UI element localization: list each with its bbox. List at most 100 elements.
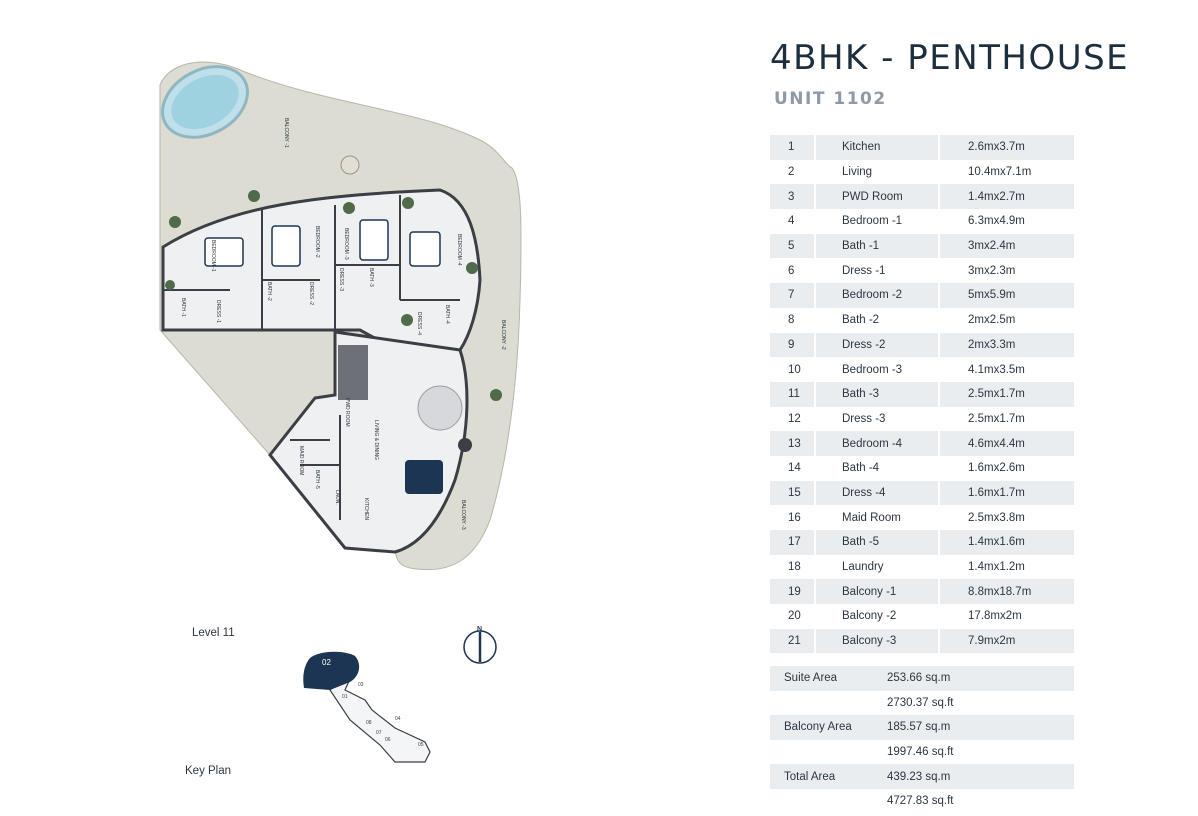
room-size: 2mx2.5m: [938, 307, 1074, 333]
room-name: Dress -1: [814, 258, 938, 284]
area-sqm: 185.57 sq.m: [887, 715, 1074, 740]
room-name: Laundry: [814, 554, 938, 580]
room-name: Balcony -1: [814, 579, 938, 605]
key-plan: 02 01 03 04 05 06 07 08: [303, 651, 431, 763]
room-name: Bath -5: [814, 530, 938, 555]
label-bath1: BATH -1: [180, 298, 186, 317]
room-number: 17: [770, 530, 814, 555]
room-number: 21: [770, 628, 814, 654]
area-label: Balcony Area: [770, 715, 887, 740]
room-number: 5: [770, 233, 814, 259]
room-name: Bath -4: [814, 455, 938, 481]
room-name: Dress -2: [814, 332, 938, 358]
room-number: 7: [770, 283, 814, 308]
room-number: 18: [788, 561, 801, 574]
key-unit-07: 07: [376, 730, 382, 736]
label-maid: MAID ROOM: [298, 446, 304, 475]
room-number: 2: [788, 166, 795, 179]
room-number: 14: [788, 462, 801, 475]
key-plan-label: Key Plan: [185, 765, 232, 777]
room-number: 13: [770, 431, 814, 456]
label-living: LIVING & DINING: [373, 420, 379, 460]
room-size: 17.8mx2m: [938, 604, 1074, 629]
area-sqm: 439.23 sq.m: [887, 764, 1074, 789]
room-name: Kitchen: [814, 135, 938, 160]
room-size: 1.4mx1.6m: [938, 530, 1074, 555]
room-size: 10.4mx7.1m: [938, 159, 1074, 185]
room-name: Bath -3: [814, 381, 938, 407]
key-unit-05: 05: [418, 742, 424, 748]
label-dress3: DRESS -3: [338, 268, 344, 291]
room-number: 15: [770, 480, 814, 506]
room-name: Bath -2: [814, 307, 938, 333]
room-size: 1.4mx2.7m: [938, 184, 1074, 210]
room-number: 11: [770, 381, 814, 407]
label-bath2: BATH -2: [266, 282, 272, 301]
room-number: 3: [770, 184, 814, 210]
room-size: 1.4mx1.2m: [938, 554, 1074, 580]
unit-number: UNIT 1102: [774, 89, 887, 109]
key-unit-08: 08: [366, 720, 372, 726]
area-row-sqft: 2730.37 sq.ft: [770, 691, 1074, 716]
north-label: N: [477, 626, 482, 633]
room-number: 9: [770, 332, 814, 358]
key-unit-02: 02: [322, 658, 331, 667]
area-row-sqft: 1997.46 sq.ft: [770, 740, 1074, 765]
key-unit-01: 01: [342, 694, 348, 700]
room-size: 2.5mx1.7m: [938, 406, 1074, 432]
core-shaft: [338, 345, 368, 400]
room-name: Living: [814, 159, 938, 185]
room-size: 4.1mx3.5m: [938, 357, 1074, 382]
key-unit-03: 03: [358, 682, 364, 688]
room-name: Dress -4: [814, 480, 938, 506]
label-bedroom3: BEDROOM -3: [343, 228, 349, 260]
room-name: Bath -1: [814, 233, 938, 259]
plants: [165, 190, 502, 401]
label-bath4: BATH -4: [444, 305, 450, 324]
room-size: 2.5mx1.7m: [938, 381, 1074, 407]
room-number: 20: [788, 610, 801, 623]
area-label: Total Area: [770, 764, 887, 789]
label-dress4: DRESS -4: [416, 312, 422, 335]
interior-living-wing: [268, 330, 469, 554]
level-label: Level 11: [192, 627, 235, 639]
room-size: 7.9mx2m: [938, 628, 1074, 654]
room-number: 8: [788, 314, 795, 327]
partition-walls: [163, 195, 460, 520]
furniture-beds: [204, 219, 441, 267]
room-name: Balcony -3: [814, 628, 938, 654]
room-size: 6.3mx4.9m: [938, 209, 1074, 234]
key-plan-highlighted-unit: [303, 651, 360, 690]
room-number: 1: [770, 135, 814, 160]
area-sqft: 4727.83 sq.ft: [887, 795, 954, 808]
label-pwd: PWD ROOM: [344, 398, 350, 427]
north-arrow-icon: N: [463, 626, 497, 664]
room-size: 8.8mx18.7m: [938, 579, 1074, 605]
room-size: 4.6mx4.4m: [938, 431, 1074, 456]
furniture-living: [340, 155, 472, 494]
room-size: 2.6mx3.7m: [938, 135, 1074, 160]
label-bath5: BATH -5: [314, 470, 320, 489]
room-number: 4: [788, 215, 795, 228]
room-name: Balcony -2: [814, 604, 938, 629]
